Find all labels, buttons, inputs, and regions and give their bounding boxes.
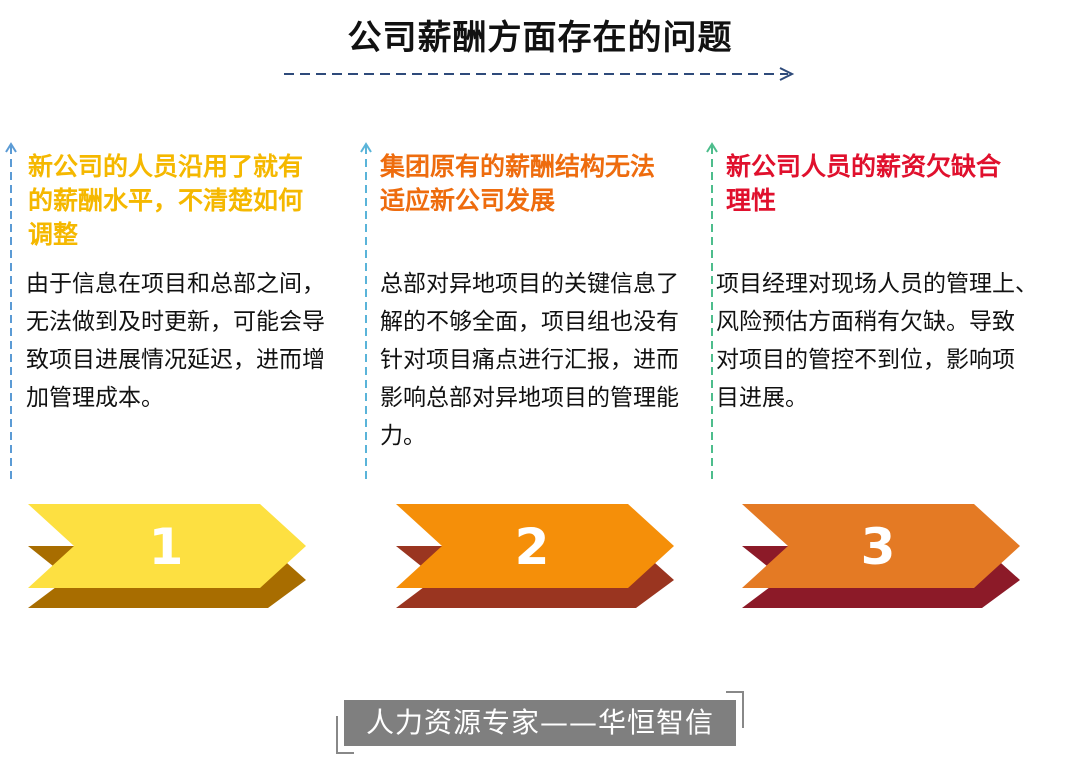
column-2-body-line: 总部对异地项目的关键信息了 <box>380 271 679 297</box>
column-2-body-line: 针对项目痛点进行汇报，进而 <box>380 347 679 373</box>
column-1-heading-line: 调整 <box>28 220 79 249</box>
footer-top-right-bracket <box>726 691 744 728</box>
column-2-heading: 集团原有的薪酬结构无法 适应新公司发展 <box>380 150 710 218</box>
title-arrow-icon <box>284 67 795 81</box>
column-3-heading-line: 新公司人员的薪资欠缺合 <box>726 152 1002 181</box>
column-2-body-line: 影响总部对异地项目的管理能 <box>380 385 679 411</box>
step-2-chevron: 2 <box>396 504 674 608</box>
column-1-heading-line: 新公司的人员沿用了就有 <box>28 152 304 181</box>
column-1-heading: 新公司的人员沿用了就有 的薪酬水平，不清楚如何 调整 <box>28 150 358 252</box>
column-3-heading-line: 理性 <box>726 186 777 215</box>
column-1-body: 由于信息在项目和总部之间， 无法做到及时更新，可能会导 致项目进展情况延迟，进而… <box>26 265 356 417</box>
column-1-heading-line: 的薪酬水平，不清楚如何 <box>28 186 304 215</box>
column-3-body-line: 风险预估方面稍有欠缺。导致 <box>716 309 1015 335</box>
column-2-body-line: 解的不够全面，项目组也没有 <box>380 309 679 335</box>
step-3-number: 3 <box>861 518 896 576</box>
column-1-body-line: 致项目进展情况延迟，进而增 <box>26 347 325 373</box>
column-1-body-line: 无法做到及时更新，可能会导 <box>26 309 325 335</box>
column-2-body-line: 力。 <box>380 423 426 449</box>
column-3-body-line: 项目经理对现场人员的管理上、 <box>716 271 1038 297</box>
step-2-number: 2 <box>515 518 550 576</box>
footer-banner: 人力资源专家——华恒智信 <box>344 700 736 746</box>
step-3-chevron: 3 <box>742 504 1020 608</box>
column-1-body-line: 由于信息在项目和总部之间， <box>26 271 325 297</box>
column-3-body-line: 目进展。 <box>716 385 808 411</box>
column-1-body-line: 加管理成本。 <box>26 385 164 411</box>
column-2-heading-line: 集团原有的薪酬结构无法 <box>380 152 656 181</box>
page-title: 公司薪酬方面存在的问题 <box>347 18 733 58</box>
step-2-chevron-face <box>396 504 674 588</box>
step-1-number: 1 <box>149 518 184 576</box>
column-3-body: 项目经理对现场人员的管理上、 风险预估方面稍有欠缺。导致 对项目的管控不到位，影… <box>716 265 1066 417</box>
footer-bottom-left-bracket <box>336 716 354 754</box>
column-3-divider-line <box>706 142 718 480</box>
column-1-divider-line <box>5 142 17 480</box>
column-3-body-line: 对项目的管控不到位，影响项 <box>716 347 1015 373</box>
column-2-divider-line <box>360 142 372 480</box>
column-2-body: 总部对异地项目的关键信息了 解的不够全面，项目组也没有 针对项目痛点进行汇报，进… <box>380 265 710 455</box>
column-2-heading-line: 适应新公司发展 <box>380 186 556 215</box>
step-3-chevron-face <box>742 504 1020 588</box>
step-1-chevron-face <box>28 504 306 588</box>
step-1-chevron: 1 <box>28 504 306 608</box>
column-3-heading: 新公司人员的薪资欠缺合 理性 <box>726 150 1066 218</box>
